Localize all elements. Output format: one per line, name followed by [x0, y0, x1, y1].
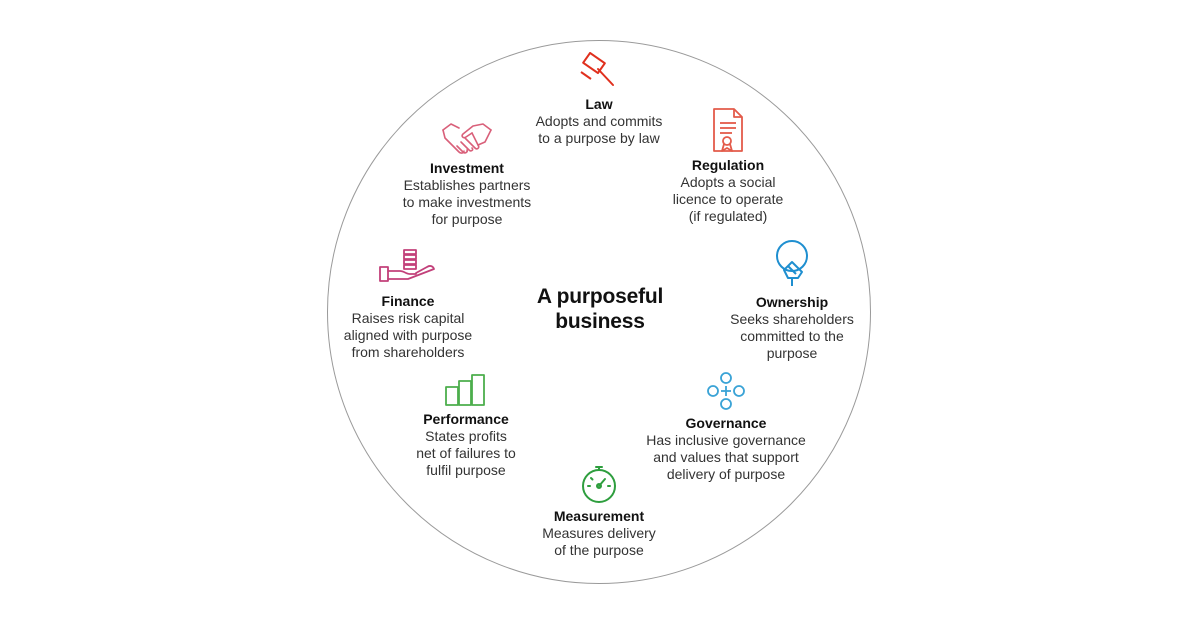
performance-description: States profits net of failures to fulfil… [396, 428, 536, 479]
law-title: Law [585, 96, 613, 112]
item-measurement: Measurement Measures delivery of the pur… [518, 466, 680, 559]
law-description: Adopts and commits to a purpose by law [518, 113, 680, 147]
regulation-description: Adopts a social licence to operate (if r… [648, 174, 808, 225]
finance-desc-line-1: Raises risk capital [351, 310, 465, 326]
item-investment: Investment Establishes partners to make … [387, 120, 547, 228]
performance-desc-line-3: fulfil purpose [426, 462, 506, 478]
investment-title: Investment [430, 160, 504, 176]
governance-desc-line-3: delivery of purpose [666, 466, 786, 482]
regulation-title: Regulation [691, 157, 765, 173]
regulation-desc-line-1: Adopts a social [680, 174, 776, 190]
ownership-description: Seeks shareholders committed to the purp… [712, 311, 872, 362]
handshake-icon [442, 123, 492, 154]
measurement-desc-line-2: of the purpose [554, 542, 644, 558]
item-law: Law Adopts and commits to a purpose by l… [518, 52, 680, 147]
item-regulation: Regulation Adopts a social licence to op… [648, 107, 808, 225]
regulation-desc-line-2: licence to operate [672, 191, 784, 207]
investment-desc-line-3: for purpose [431, 211, 503, 227]
finance-desc-line-2: aligned with purpose [343, 327, 473, 343]
network-icon [707, 372, 745, 410]
law-desc-line-2: to a purpose by law [538, 130, 660, 146]
gavel-icon [580, 52, 614, 86]
governance-desc-line-2: and values that support [653, 449, 799, 465]
center-title: A purposeful business [500, 284, 700, 334]
item-performance: Performance States profits net of failur… [396, 373, 536, 479]
measurement-description: Measures delivery of the purpose [518, 525, 680, 559]
ownership-icon [776, 240, 808, 286]
law-desc-line-1: Adopts and commits [535, 113, 663, 129]
gauge-icon [582, 466, 616, 503]
governance-description: Has inclusive governance and values that… [636, 432, 816, 483]
item-ownership: Ownership Seeks shareholders committed t… [712, 238, 872, 362]
certificate-icon [713, 108, 743, 152]
hand-coins-icon [379, 249, 435, 282]
investment-description: Establishes partners to make investments… [387, 177, 547, 228]
ownership-title: Ownership [755, 294, 829, 310]
center-title-line-2: business [555, 310, 645, 333]
center-title-line-1: A purposeful [536, 285, 664, 308]
ownership-desc-line-1: Seeks shareholders [730, 311, 854, 327]
investment-desc-line-1: Establishes partners [403, 177, 531, 193]
measurement-desc-line-1: Measures delivery [542, 525, 656, 541]
outer-circle [327, 40, 871, 584]
performance-desc-line-2: net of failures to [416, 445, 516, 461]
governance-title: Governance [685, 415, 767, 431]
item-governance: Governance Has inclusive governance and … [636, 371, 816, 483]
measurement-title: Measurement [553, 508, 645, 524]
finance-title: Finance [381, 293, 435, 309]
investment-desc-line-2: to make investments [402, 194, 532, 210]
performance-title: Performance [423, 411, 509, 427]
finance-description: Raises risk capital aligned with purpose… [328, 310, 488, 361]
bar-chart-icon [445, 374, 485, 406]
ownership-desc-line-2: committed to the [740, 328, 844, 344]
ownership-desc-line-3: purpose [766, 345, 818, 361]
governance-desc-line-1: Has inclusive governance [646, 432, 806, 448]
performance-desc-line-1: States profits [425, 428, 507, 444]
item-finance: Finance Raises risk capital aligned with… [328, 247, 488, 361]
regulation-desc-line-3: (if regulated) [688, 208, 768, 224]
finance-desc-line-3: from shareholders [351, 344, 465, 360]
